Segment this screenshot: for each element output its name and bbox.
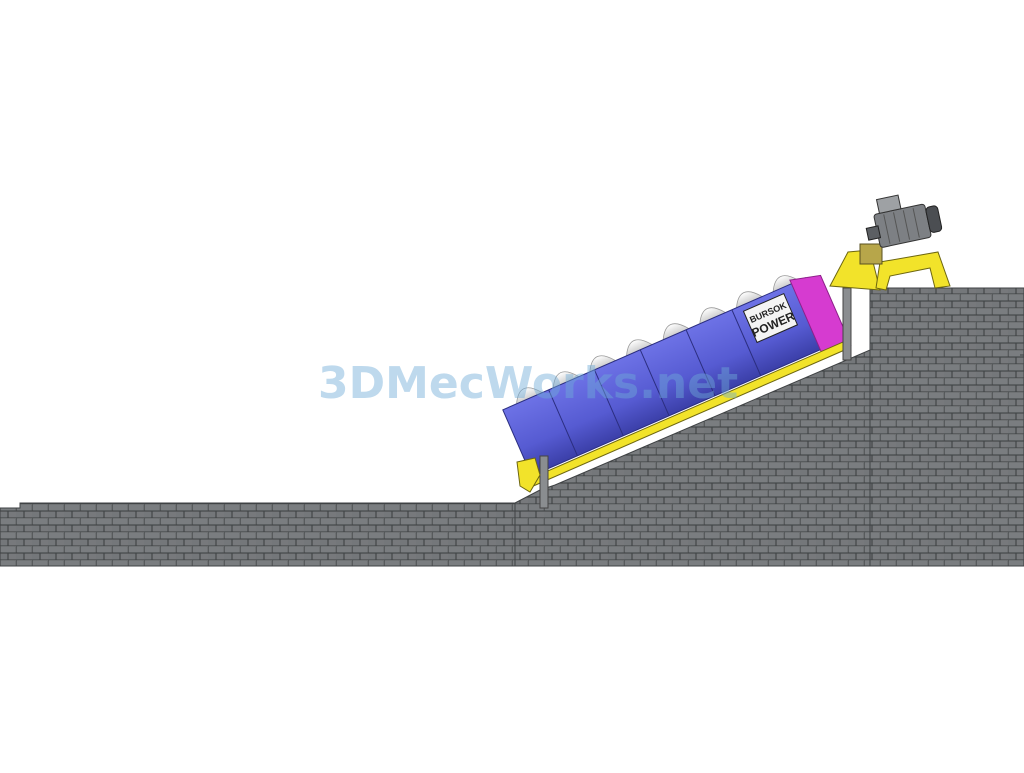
- upper-support: [842, 287, 852, 361]
- electric-motor-icon: [865, 194, 943, 248]
- lower-support: [516, 455, 549, 509]
- brand-plate: BURSOK POWER: [742, 292, 799, 344]
- drive-unit: [829, 194, 951, 291]
- screw-conveyor: BURSOK POWER: [502, 274, 852, 487]
- stone-ground: [0, 287, 1024, 567]
- trough-segments: [548, 309, 762, 457]
